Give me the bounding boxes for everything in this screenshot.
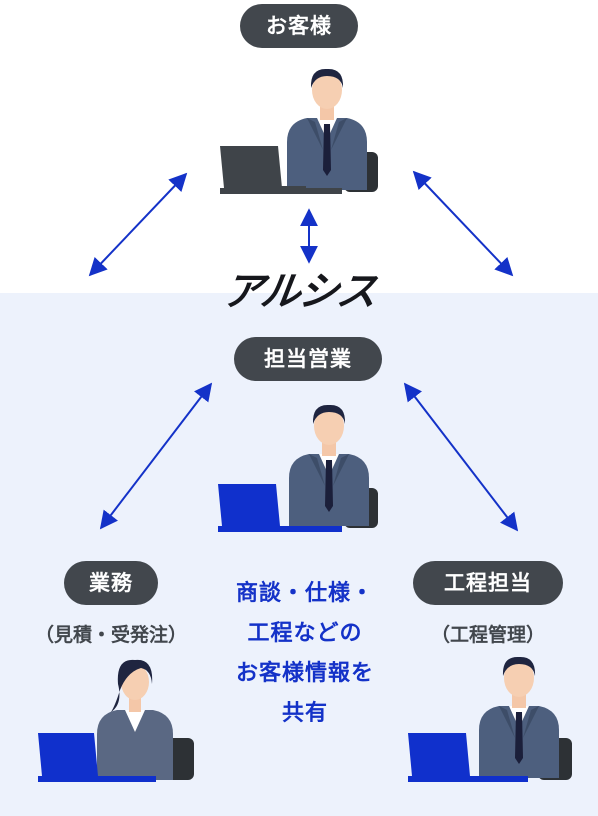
customer-person-icon [220,68,378,194]
operations-person-icon [38,659,194,782]
shared-info-line: 工程などの [247,621,363,646]
process-person-icon [408,656,572,782]
shared-info-line: お客様情報を [235,661,374,686]
process-sublabel: （工程管理） [430,624,545,646]
shared-info-line: 商談・仕様・ [235,581,374,606]
shared-info-line: 共有 [281,701,328,726]
operations-label: 業務 [64,561,158,605]
sales-process-arrow [403,382,519,532]
sales-operations-arrow [99,382,213,530]
operations-sublabel: （見積・受発注） [34,624,187,646]
process-label: 工程担当 [413,561,563,605]
arusys-logo: アルシス [219,269,379,315]
customer-process-arrow [412,170,514,277]
customer-operations-arrow [88,172,188,277]
sales-label: 担当営業 [234,337,382,381]
shared-info-text: 商談・仕様・ 工程などの お客様情報を 共有 [205,574,405,734]
customer-label: お客様 [240,4,358,48]
sales-person-icon [218,404,378,532]
